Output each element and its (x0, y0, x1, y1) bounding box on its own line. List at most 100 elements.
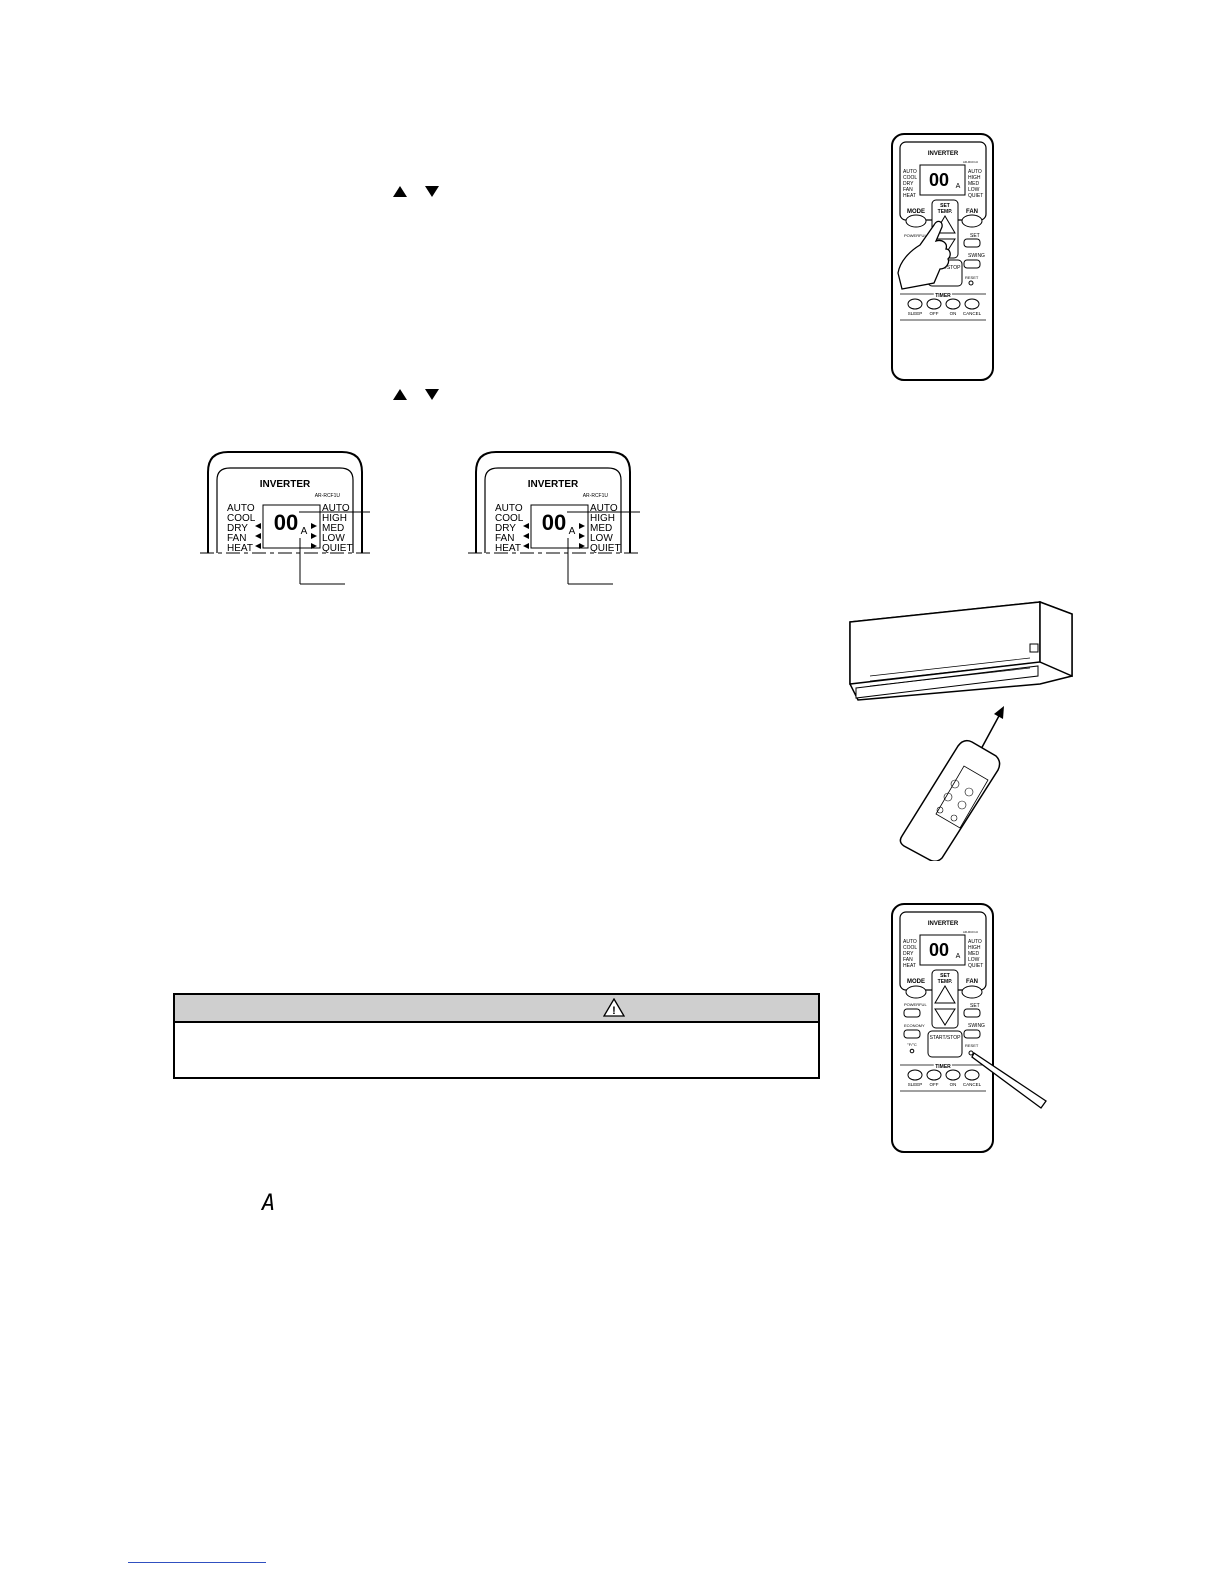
svg-text:SLEEP: SLEEP (908, 311, 923, 316)
svg-text:OFF: OFF (930, 311, 939, 316)
warning-triangle-icon: ! (603, 998, 625, 1017)
svg-text:TIMER: TIMER (935, 293, 951, 299)
svg-text:SWING: SWING (968, 253, 985, 259)
remote-set-temp-illustration: INVERTER AR-RCF1U 00 A AUTO COOL DRY FAN… (891, 133, 994, 381)
svg-text:START/STOP: START/STOP (930, 1035, 962, 1041)
svg-text:FAN: FAN (966, 979, 978, 985)
svg-text:CANCEL: CANCEL (963, 1082, 982, 1087)
svg-text:AR-RCF1U: AR-RCF1U (315, 493, 341, 499)
svg-text:POWERFUL: POWERFUL (904, 1002, 927, 1007)
svg-text:POWERFUL: POWERFUL (904, 233, 927, 238)
svg-text:LOW: LOW (590, 533, 613, 544)
svg-text:AUTO: AUTO (322, 503, 350, 514)
svg-text:LOW: LOW (968, 187, 980, 193)
timer-buttons[interactable] (907, 1069, 980, 1081)
swing-button[interactable] (963, 259, 981, 269)
indoor-unit-illustration (849, 600, 1073, 861)
down-arrow-icon (425, 186, 439, 197)
svg-text:SLEEP: SLEEP (908, 1082, 923, 1087)
svg-text:AR-RCF1U: AR-RCF1U (583, 493, 609, 499)
swing-button[interactable] (963, 1029, 981, 1039)
powerful-button[interactable] (903, 1008, 921, 1018)
svg-text:MED: MED (590, 523, 612, 534)
caution-box: ! (173, 993, 820, 1079)
svg-text:00: 00 (274, 510, 298, 535)
svg-text:DRY: DRY (495, 523, 516, 534)
svg-text:QUIET: QUIET (968, 963, 983, 969)
svg-text:CANCEL: CANCEL (963, 311, 982, 316)
arrow-head-icon (994, 706, 1004, 719)
temp-down-button[interactable] (934, 1008, 956, 1026)
temp-up-button[interactable] (934, 985, 956, 1004)
set-button[interactable] (963, 238, 981, 248)
svg-text:COOL: COOL (495, 513, 524, 524)
svg-text:OFF: OFF (930, 1082, 939, 1087)
svg-text:!: ! (612, 1005, 616, 1017)
svg-text:MED: MED (968, 951, 980, 957)
svg-text:DRY: DRY (227, 523, 248, 534)
up-arrow-icon (393, 389, 407, 400)
svg-text:COOL: COOL (903, 945, 917, 951)
hand-illustration (897, 220, 951, 290)
svg-text:QUIET: QUIET (322, 543, 353, 554)
svg-text:COOL: COOL (903, 175, 917, 181)
mode-button[interactable] (905, 214, 927, 228)
svg-text:SET: SET (970, 233, 980, 239)
remote-brand: INVERTER (928, 151, 959, 157)
svg-text:AUTO: AUTO (590, 503, 618, 514)
svg-text:SET: SET (970, 1003, 980, 1009)
svg-text:DRY: DRY (903, 951, 914, 957)
svg-text:00: 00 (929, 940, 949, 960)
temp-unit-button[interactable] (909, 1048, 915, 1054)
svg-text:MED: MED (322, 523, 344, 534)
svg-text:MODE: MODE (907, 979, 925, 985)
start-stop-button[interactable] (927, 1030, 963, 1058)
svg-text:TEMP.: TEMP. (938, 209, 953, 215)
svg-text:QUIET: QUIET (590, 543, 621, 554)
svg-text:HIGH: HIGH (590, 513, 615, 524)
display-digits: 00 (929, 170, 949, 190)
reset-button[interactable] (968, 1050, 974, 1056)
svg-text:AUTO: AUTO (495, 503, 523, 514)
segment-a-glyph: A (262, 1191, 276, 1216)
svg-text:HIGH: HIGH (968, 945, 981, 951)
svg-text:A: A (569, 526, 576, 537)
timer-buttons[interactable] (907, 298, 980, 310)
economy-button[interactable] (903, 1029, 921, 1039)
svg-text:FAN: FAN (903, 187, 913, 193)
fan-button[interactable] (961, 214, 983, 228)
remote-display-detail-right: INVERTER AR-RCF1U AUTO COOL DRY FAN HEAT… (468, 451, 640, 585)
remote-model: AR-RCF1U (963, 160, 978, 164)
svg-text:°F/°C: °F/°C (907, 1042, 917, 1047)
down-arrow-icon (425, 389, 439, 400)
svg-text:HEAT: HEAT (903, 963, 916, 969)
handheld-remote (899, 739, 1001, 861)
svg-text:SET: SET (940, 203, 950, 209)
svg-text:FAN: FAN (903, 957, 913, 963)
svg-text:HEAT: HEAT (495, 543, 521, 554)
ir-signal-arrow (979, 713, 1001, 752)
svg-text:RESET: RESET (965, 275, 979, 280)
remote-reset-illustration: INVERTER AR-RCF1U 00 A AUTO COOL DRY FAN… (891, 903, 1047, 1153)
fan-button[interactable] (961, 985, 983, 999)
svg-text:AUTO: AUTO (968, 939, 982, 945)
fan-label: FAN (966, 209, 978, 215)
svg-text:SET: SET (940, 973, 950, 979)
svg-text:HEAT: HEAT (227, 543, 253, 554)
set-button[interactable] (963, 1008, 981, 1018)
svg-text:A: A (956, 953, 961, 960)
svg-text:HIGH: HIGH (322, 513, 347, 524)
svg-text:AR-RCF1U: AR-RCF1U (963, 930, 978, 934)
mode-button[interactable] (905, 985, 927, 999)
svg-text:TIMER: TIMER (935, 1064, 951, 1070)
remote-display-detail-left: INVERTER AR-RCF1U AUTO COOL DRY FAN HEAT… (200, 451, 370, 585)
svg-text:ON: ON (950, 311, 957, 316)
svg-text:INVERTER: INVERTER (928, 921, 959, 927)
svg-text:AUTO: AUTO (903, 169, 917, 175)
svg-text:AUTO: AUTO (903, 939, 917, 945)
svg-text:A: A (301, 526, 308, 537)
display-suffix: A (956, 183, 961, 190)
footer-rule (128, 1562, 266, 1563)
svg-text:INVERTER: INVERTER (260, 479, 311, 490)
reset-button[interactable] (968, 280, 974, 286)
